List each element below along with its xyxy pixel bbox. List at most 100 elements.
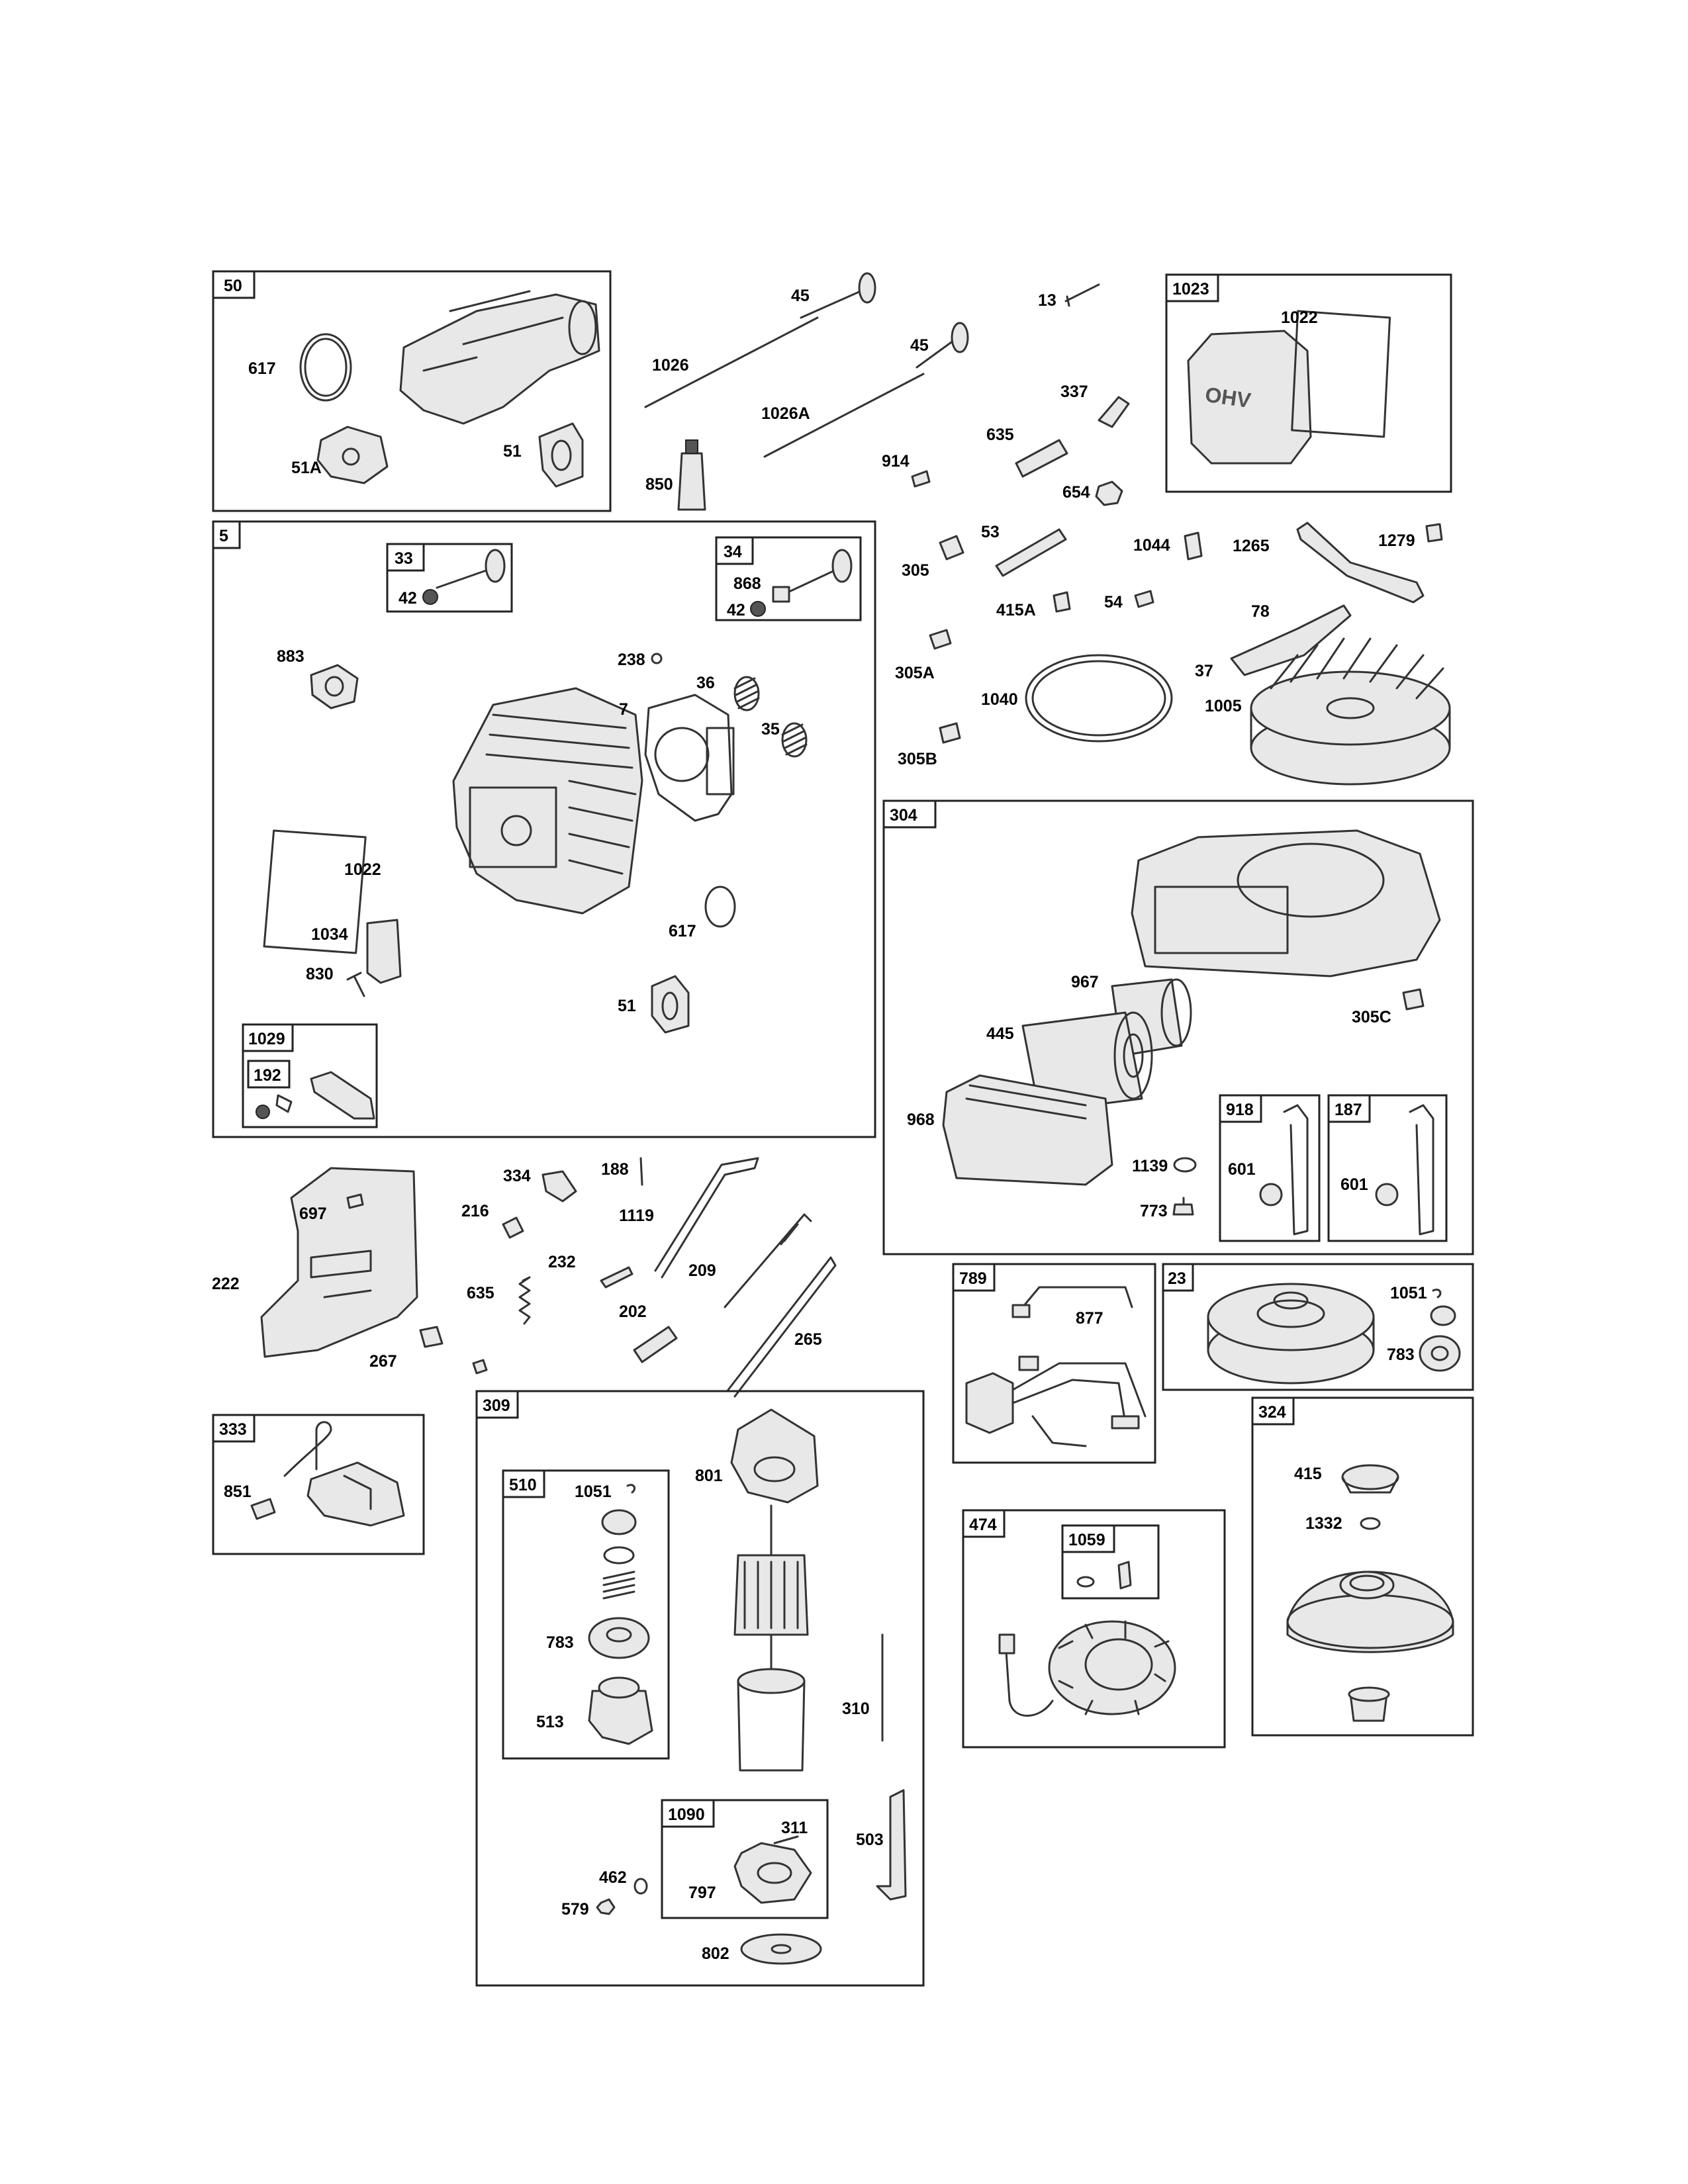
end-plate-802 [740, 1933, 822, 1965]
washer [603, 1546, 635, 1565]
washer-1332 [1360, 1517, 1381, 1530]
o-ring [704, 886, 736, 928]
part-label: 51A [291, 459, 322, 477]
clip-1051 [626, 1484, 635, 1494]
part-label: 1332 [1305, 1514, 1342, 1533]
choke-lever [310, 1071, 375, 1120]
part-label: 1034 [311, 925, 348, 944]
part-label: 334 [503, 1167, 531, 1185]
part-label: 415 [1294, 1465, 1322, 1483]
screw-13 [1064, 283, 1100, 307]
group-label-304: 304 [890, 806, 917, 825]
part-label: 1040 [981, 690, 1018, 709]
shaft-53 [995, 528, 1067, 577]
part-label: 1026 [652, 356, 689, 375]
part-label: 209 [688, 1261, 716, 1280]
plug-415A [1053, 591, 1071, 613]
part-label: 579 [561, 1900, 589, 1919]
part-label: 635 [467, 1284, 494, 1302]
breather-plate [366, 919, 402, 984]
screw-914 [911, 470, 931, 488]
blower-housing [1131, 829, 1441, 978]
flywheel-23 [1207, 1283, 1375, 1385]
valve-45 [915, 340, 955, 369]
part-label: 462 [599, 1868, 627, 1887]
group-label-510: 510 [509, 1476, 537, 1494]
stop-nut [601, 1509, 637, 1535]
group-789: 789 877 [952, 1263, 1156, 1464]
group-label-23: 23 [1168, 1269, 1186, 1288]
loose-parts-top: 45 45 1026 1026A 13 337 635 914 850 654 … [644, 272, 1451, 786]
valve-spring-35 [781, 722, 808, 758]
bracket-1265 [1296, 522, 1425, 604]
part-label: 305C [1352, 1008, 1391, 1026]
screw-1279 [1425, 523, 1443, 543]
bolt-305 [939, 535, 964, 561]
part-label: 968 [907, 1111, 935, 1129]
pushrod [644, 316, 819, 408]
governor-spring-232 [724, 1213, 812, 1308]
gasket-883 [310, 664, 359, 709]
washer-462 [633, 1878, 648, 1895]
tube-635 [1015, 439, 1068, 478]
sealant-tube [677, 452, 706, 511]
group-23: 23 1051 783 [1162, 1263, 1474, 1391]
part-label: 1119 [619, 1206, 654, 1225]
group-label-474: 474 [969, 1516, 997, 1534]
pinion-gear-783 [588, 1617, 650, 1659]
screw-305A [929, 629, 952, 650]
group-label-187: 187 [1335, 1101, 1362, 1119]
group-50: 50 617 51A 51 [212, 270, 612, 512]
group-304: 304 967 445 305C 968 1139 773 [882, 799, 1474, 1255]
part-label: 53 [981, 523, 1000, 541]
part-label: 617 [248, 359, 276, 378]
valve [786, 568, 839, 594]
ignition-coil [283, 1421, 405, 1527]
flywheel-1005 [1250, 637, 1451, 786]
part-label: 868 [733, 574, 761, 593]
spark-plug [1098, 396, 1130, 428]
part-label: 78 [1251, 602, 1270, 621]
part-label: 654 [1062, 483, 1090, 502]
part-label: 601 [1340, 1175, 1368, 1194]
screw-334 [639, 1157, 643, 1186]
part-label: 45 [910, 336, 929, 355]
pushrod [763, 373, 925, 458]
part-label: 1022 [1281, 308, 1318, 327]
part-label: 1022 [344, 860, 381, 879]
brush-holder [733, 1842, 812, 1904]
clip-1051 [1432, 1289, 1442, 1298]
group-label-192: 192 [254, 1066, 281, 1085]
part-label: 305 [902, 561, 929, 580]
group-label-1090: 1090 [668, 1805, 705, 1824]
screw-267 [472, 1359, 488, 1375]
part-label: 617 [669, 922, 696, 940]
clip-265 [419, 1326, 444, 1348]
nut-579 [596, 1898, 616, 1915]
part-label: 45 [791, 287, 810, 305]
part-label: 513 [536, 1713, 564, 1731]
part-label: 503 [856, 1831, 884, 1849]
spring-209 [518, 1276, 531, 1325]
part-label: 1026A [761, 404, 810, 423]
plate-729 [541, 1170, 577, 1203]
part-label: 914 [882, 452, 910, 471]
part-label: 601 [1228, 1160, 1256, 1179]
rod-216 [654, 1157, 759, 1279]
part-label: 42 [727, 601, 745, 619]
knob-773 [1172, 1203, 1194, 1216]
part-label: 877 [1076, 1309, 1103, 1328]
control-bracket [260, 1167, 418, 1358]
part-label: 415A [996, 601, 1036, 619]
part-label: 1051 [1390, 1284, 1427, 1302]
group-474: 474 1059 [962, 1509, 1226, 1749]
screw-697 [502, 1216, 524, 1239]
head-gasket [644, 694, 733, 822]
ring-1040 [1025, 654, 1173, 743]
part-label: 1044 [1133, 536, 1170, 555]
part-label: 967 [1071, 973, 1099, 991]
group-label-34: 34 [724, 543, 742, 561]
part-label: 305B [898, 750, 937, 768]
part-label: 7 [619, 700, 628, 719]
